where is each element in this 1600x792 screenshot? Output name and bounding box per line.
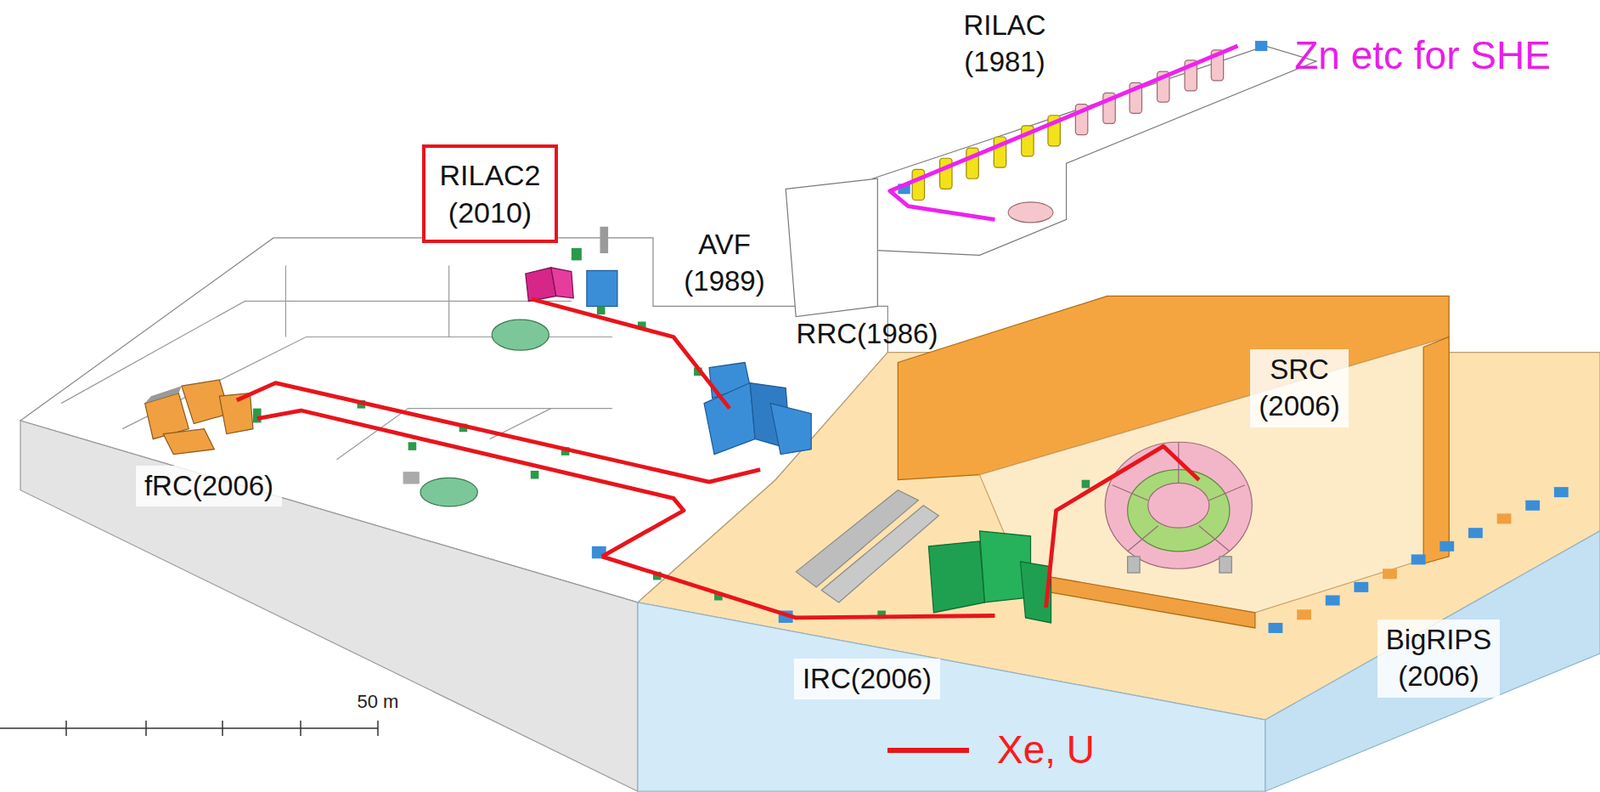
label-text: BigRIPS (2006) xyxy=(1385,621,1493,695)
accelerator-label-box: fRC(2006) xyxy=(135,465,282,508)
legend-text: Xe, U xyxy=(997,724,1095,776)
accelerator-label-box: IRC(2006) xyxy=(794,658,941,700)
legend-row: Xe, U xyxy=(887,724,1095,776)
accelerator-label: AVF (1989) xyxy=(683,226,765,300)
label-text: fRC(2006) xyxy=(144,467,274,505)
label-text: IRC(2006) xyxy=(802,660,932,698)
label-text: RILAC2 (2010) xyxy=(439,156,541,231)
accelerator-label-box: SRC (2006) xyxy=(1250,349,1348,428)
accelerator-label: RRC(1986) xyxy=(796,315,939,353)
accelerator-label: RILAC (1981) xyxy=(963,7,1046,81)
label-text: SRC (2006) xyxy=(1258,351,1340,425)
scale-label: 50 m xyxy=(357,689,400,715)
legend-line-sample xyxy=(887,744,970,755)
facility-box: RILAC2 (2010) xyxy=(422,144,558,243)
separator-label-box: BigRIPS (2006) xyxy=(1377,619,1501,698)
beam-note: Zn etc for SHE xyxy=(1294,30,1551,82)
